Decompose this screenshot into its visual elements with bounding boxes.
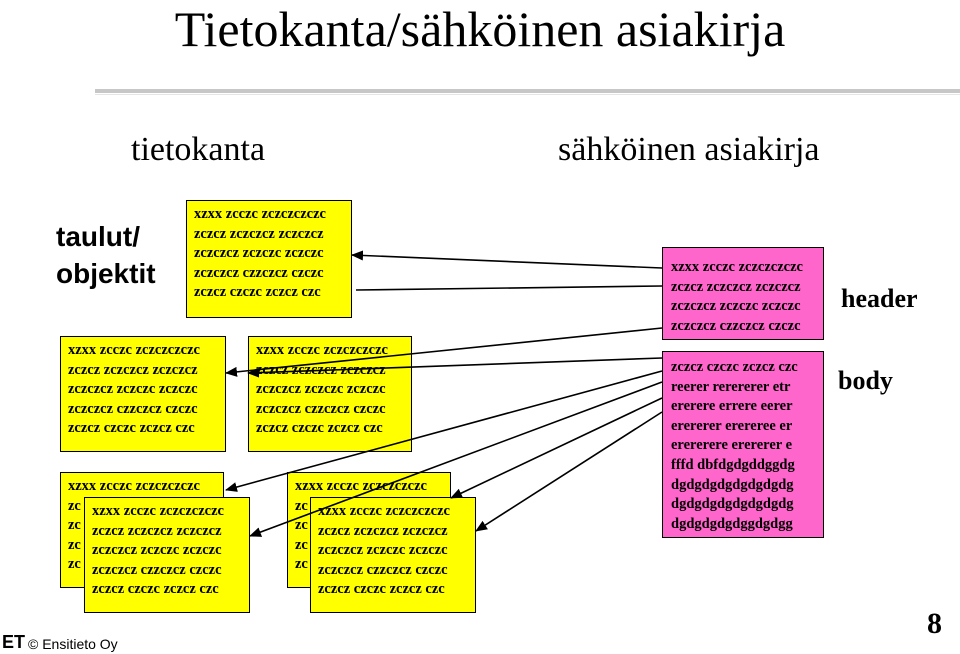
doc-line: xzxx zcczc zczczczczc xyxy=(671,259,803,275)
box-line: zczczcz zczczc zczczc xyxy=(194,245,324,262)
box-line: zc xyxy=(68,497,81,514)
doc-line: zczcz zczczcz zczczcz xyxy=(671,278,801,295)
db-box-top: xzxx zcczc zczczczczc zczcz zczczcz zczc… xyxy=(186,200,352,318)
doc-line: dgdgdgdgdgdgdgdg xyxy=(671,496,794,513)
box-line: xzxx zcczc zczczczczc xyxy=(194,206,326,222)
box-line: xzxx zcczc zczczczczc xyxy=(92,503,224,519)
box-line: zczczcz zczczc zczczc xyxy=(92,542,222,559)
db-box-bottom-left-front: xzxx zcczc zczczczczc zczcz zczczcz zczc… xyxy=(84,497,250,613)
box-line: zczczcz czzczcz czczc xyxy=(92,561,222,578)
box-line: zczcz czczc zczcz czc xyxy=(92,581,219,598)
label-header: header xyxy=(841,284,918,313)
db-box-mid-center: xzxx zcczc zczczczczc zczcz zczczcz zczc… xyxy=(248,336,412,452)
arrow-head-to-top xyxy=(351,250,663,269)
doc-line: zczczcz czzczcz czczc xyxy=(671,317,801,334)
box-line: zc xyxy=(295,536,308,553)
box-line: zc xyxy=(295,517,308,534)
arrow-body-to-midcenter xyxy=(247,357,663,378)
box-line: xzxx zcczc zczczczczc xyxy=(68,478,200,494)
heading-electronic-document: sähköinen asiakirja xyxy=(558,131,820,168)
arrow-body-to-bottomleft xyxy=(225,370,663,492)
box-line: zczczcz czzczcz czczc xyxy=(194,264,324,281)
label-tables-line1: taulut/ xyxy=(56,221,140,252)
box-line: zc xyxy=(68,536,81,553)
arrow-body-to-bottomleft-2 xyxy=(249,381,663,537)
doc-line: zczcz czczc zczcz czc xyxy=(671,359,798,375)
box-line: zczczcz zczczc zczczc xyxy=(318,542,448,559)
box-line: zczczcz czzczcz czczc xyxy=(68,400,198,417)
box-line: zc xyxy=(68,517,81,534)
doc-line: erererer erereree er xyxy=(671,417,793,434)
arrow-body-to-bottomcenter-2 xyxy=(475,411,663,532)
doc-line: reerer rerererer etr xyxy=(671,378,791,395)
box-line: zc xyxy=(295,556,308,573)
doc-line: zczczcz zczczc zczczc xyxy=(671,298,801,315)
box-line: zczcz zczczcz zczczcz xyxy=(194,225,324,242)
box-line: zc xyxy=(68,556,81,573)
box-line: zczcz czczc zczcz czc xyxy=(194,284,321,301)
arrow-head-to-top-2 xyxy=(355,285,663,291)
box-line: xzxx zcczc zczczczczc xyxy=(256,342,388,358)
db-box-mid-left: xzxx zcczc zczczczczc zczcz zczczcz zczc… xyxy=(60,336,226,452)
box-line: xzxx zcczc zczczczczc xyxy=(68,342,200,358)
box-line: zczcz czczc zczcz czc xyxy=(68,420,195,437)
title-rule xyxy=(95,89,960,93)
doc-line: fffd dbfdgdgddggdg xyxy=(671,456,795,473)
box-line: zczczcz czzczcz czczc xyxy=(318,561,448,578)
ensitieto-logo: ET xyxy=(2,632,26,652)
box-line: zczcz zczczcz zczczcz xyxy=(318,522,448,539)
box-line: zc xyxy=(295,497,308,514)
box-line: zczczcz zczczc zczczc xyxy=(68,381,198,398)
doc-line: erererere erererer e xyxy=(671,437,792,454)
box-line: zczcz czczc zczcz czc xyxy=(318,581,445,598)
doc-line: dgdgdgdgdggdgdgg xyxy=(671,515,793,532)
box-line: zczcz czczc zczcz czc xyxy=(256,420,383,437)
copyright-text: © Ensitieto Oy xyxy=(28,636,118,652)
arrow-head-to-midleft xyxy=(225,327,663,377)
slide-title: Tietokanta/sähköinen asiakirja xyxy=(174,1,786,57)
box-line: zczcz zczczcz zczczcz xyxy=(68,361,198,378)
heading-database: tietokanta xyxy=(131,131,266,168)
label-body: body xyxy=(838,366,893,395)
box-line: xzxx zcczc zczczczczc xyxy=(318,503,450,519)
title-rule-shadow xyxy=(95,94,960,95)
doc-header-box: xzxx zcczc zczczczczc zczcz zczczcz zczc… xyxy=(662,247,824,340)
doc-line: ererere errere eerer xyxy=(671,398,793,415)
box-line: zczczcz zczczc zczczc xyxy=(256,381,386,398)
box-line: zczcz zczczcz zczczcz xyxy=(92,522,222,539)
db-box-bottom-center-front: xzxx zcczc zczczczczc zczcz zczczcz zczc… xyxy=(310,497,476,613)
doc-body-box: zczcz czczc zczcz czc reerer rerererer e… xyxy=(662,351,824,538)
label-tables-line2: objektit xyxy=(56,258,156,289)
doc-line: dgdgdgdgdgdgdgdg xyxy=(671,476,794,493)
box-line: zczczcz czzczcz czczc xyxy=(256,400,386,417)
page-number: 8 xyxy=(927,607,942,640)
arrow-body-to-bottomcenter xyxy=(450,397,663,499)
